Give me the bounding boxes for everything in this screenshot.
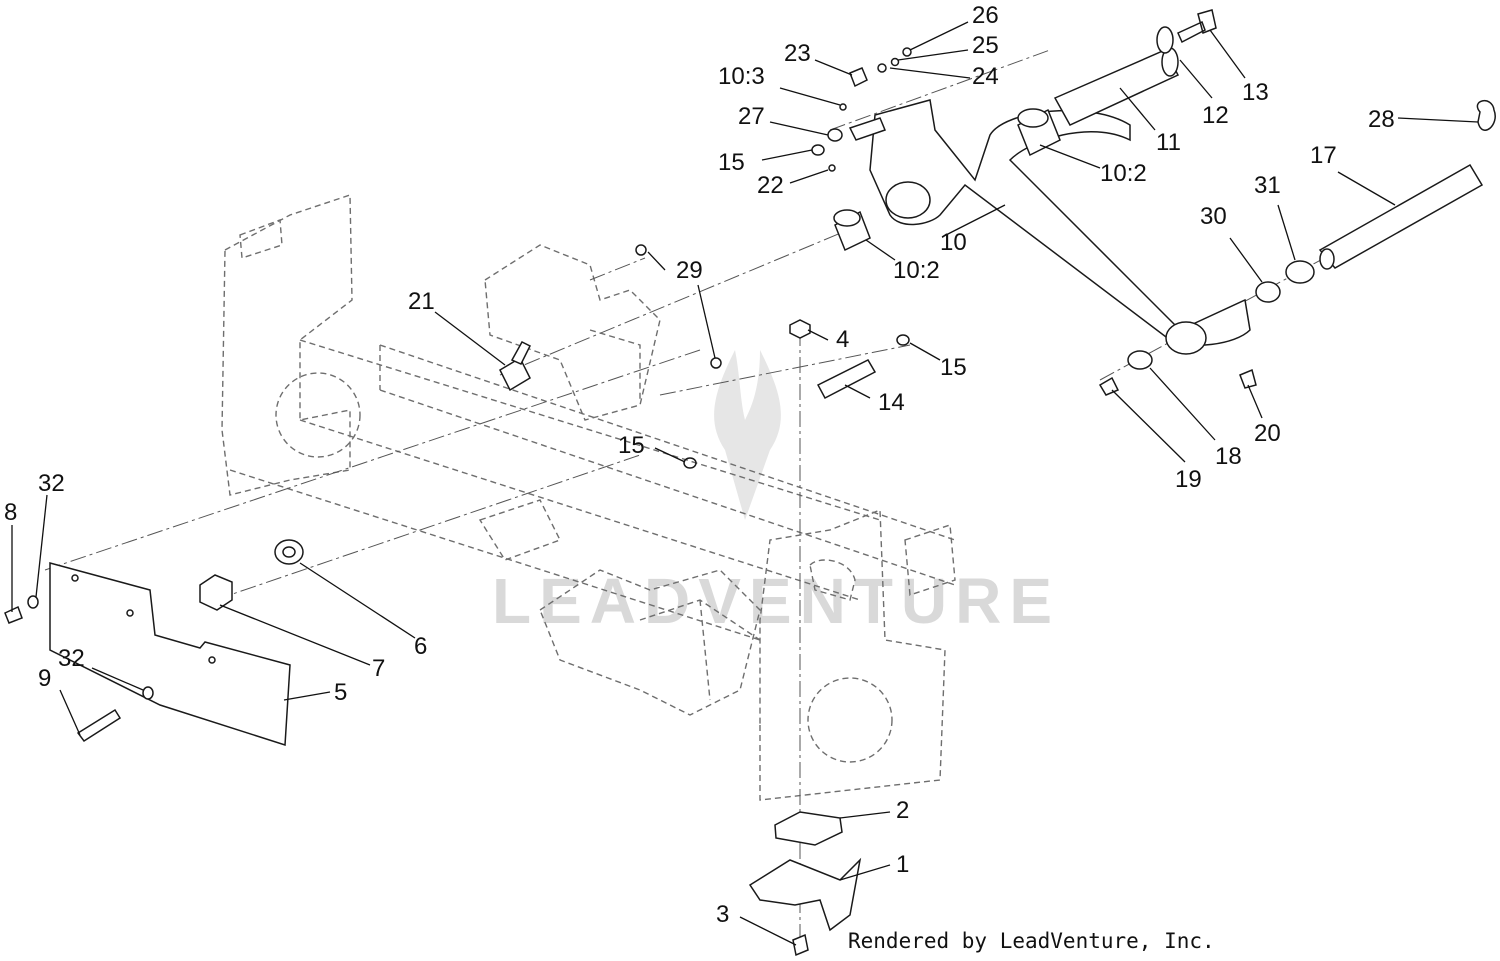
callout-7: 7 (372, 655, 385, 682)
callout-30: 30 (1200, 203, 1227, 230)
callout-6: 6 (414, 633, 427, 660)
parts (4, 9, 1496, 957)
part-13-bolt (1177, 9, 1217, 44)
part-9-bolt (76, 708, 122, 743)
part-26-nut (902, 47, 912, 57)
callout-27: 27 (738, 103, 765, 130)
part-24-washer (877, 63, 887, 73)
part-12-washer (1156, 26, 1174, 54)
callout-19: 19 (1175, 466, 1202, 493)
watermark: LEADVENTURE (492, 350, 1060, 637)
part-23-tab (849, 67, 868, 88)
part-3-bolt (792, 933, 809, 957)
part-5-guard-plate (49, 562, 291, 747)
callout-9: 9 (38, 665, 51, 692)
part-10-pivot-arm (869, 99, 1251, 346)
callout-10: 10 (940, 229, 967, 256)
callout-20: 20 (1254, 420, 1281, 447)
callout-labels: 1 2 3 4 5 6 7 8 9 10 10:2 10:2 10:3 11 1… (4, 2, 1395, 928)
part-31-washer (1285, 260, 1315, 284)
callout-2: 2 (896, 797, 909, 824)
callout-10-3: 10:3 (718, 63, 765, 90)
callout-17: 17 (1310, 142, 1337, 169)
callout-3: 3 (716, 901, 729, 928)
part-21-fitting (499, 356, 531, 392)
part-2-pad (774, 811, 843, 846)
callout-15c: 15 (618, 432, 645, 459)
leader-lines (11, 21, 1479, 946)
callout-31: 31 (1254, 172, 1281, 199)
callout-25: 25 (972, 32, 999, 59)
callout-21: 21 (408, 288, 435, 315)
callout-5: 5 (334, 679, 347, 706)
part-4-nut (789, 319, 811, 339)
part-18-washer (1127, 350, 1153, 370)
callout-10-2a: 10:2 (1100, 160, 1147, 187)
part-14-pin (816, 359, 877, 400)
part-22-pin (828, 164, 836, 172)
part-17-pin (1318, 163, 1484, 269)
part-7-nut (199, 574, 233, 611)
callout-4: 4 (836, 326, 849, 353)
part-30-washer (1255, 281, 1281, 303)
watermark-logo-icon (714, 350, 781, 520)
part-32-washer-lower (142, 686, 154, 700)
callout-26: 26 (972, 2, 999, 29)
callout-8: 8 (4, 499, 17, 526)
callout-24: 24 (972, 63, 999, 90)
callout-14: 14 (878, 389, 905, 416)
callout-32b: 32 (58, 645, 85, 672)
part-32-washer-upper (27, 595, 39, 609)
render-credit: Rendered by LeadVenture, Inc. (848, 929, 1215, 953)
part-11-pin (1053, 49, 1180, 126)
callout-15a: 15 (940, 354, 967, 381)
frame-assembly (221, 194, 956, 801)
callout-11: 11 (1156, 129, 1181, 156)
callout-32a: 32 (38, 470, 65, 497)
callout-18: 18 (1215, 443, 1242, 470)
part-15-clip-lower (683, 457, 697, 469)
callout-29: 29 (676, 257, 703, 284)
part-8-bolt (4, 605, 23, 624)
callout-28: 28 (1368, 106, 1395, 133)
watermark-text: LEADVENTURE (492, 565, 1060, 637)
callout-1: 1 (896, 851, 909, 878)
part-28-lynch-pin (1476, 100, 1496, 131)
callout-12: 12 (1202, 102, 1229, 129)
part-10-3-fitting (839, 103, 847, 111)
part-27-washer (827, 128, 843, 142)
callout-10-2b: 10:2 (893, 257, 940, 284)
part-29-nut (635, 244, 647, 256)
callout-15b: 15 (718, 149, 745, 176)
part-15-clip-upper (811, 144, 825, 156)
part-1-bracket (748, 857, 862, 932)
callout-13: 13 (1242, 79, 1269, 106)
callout-23: 23 (784, 40, 811, 67)
callout-22: 22 (757, 172, 784, 199)
part-20-bolt (1239, 368, 1257, 389)
part-25-lockwasher (890, 57, 900, 67)
